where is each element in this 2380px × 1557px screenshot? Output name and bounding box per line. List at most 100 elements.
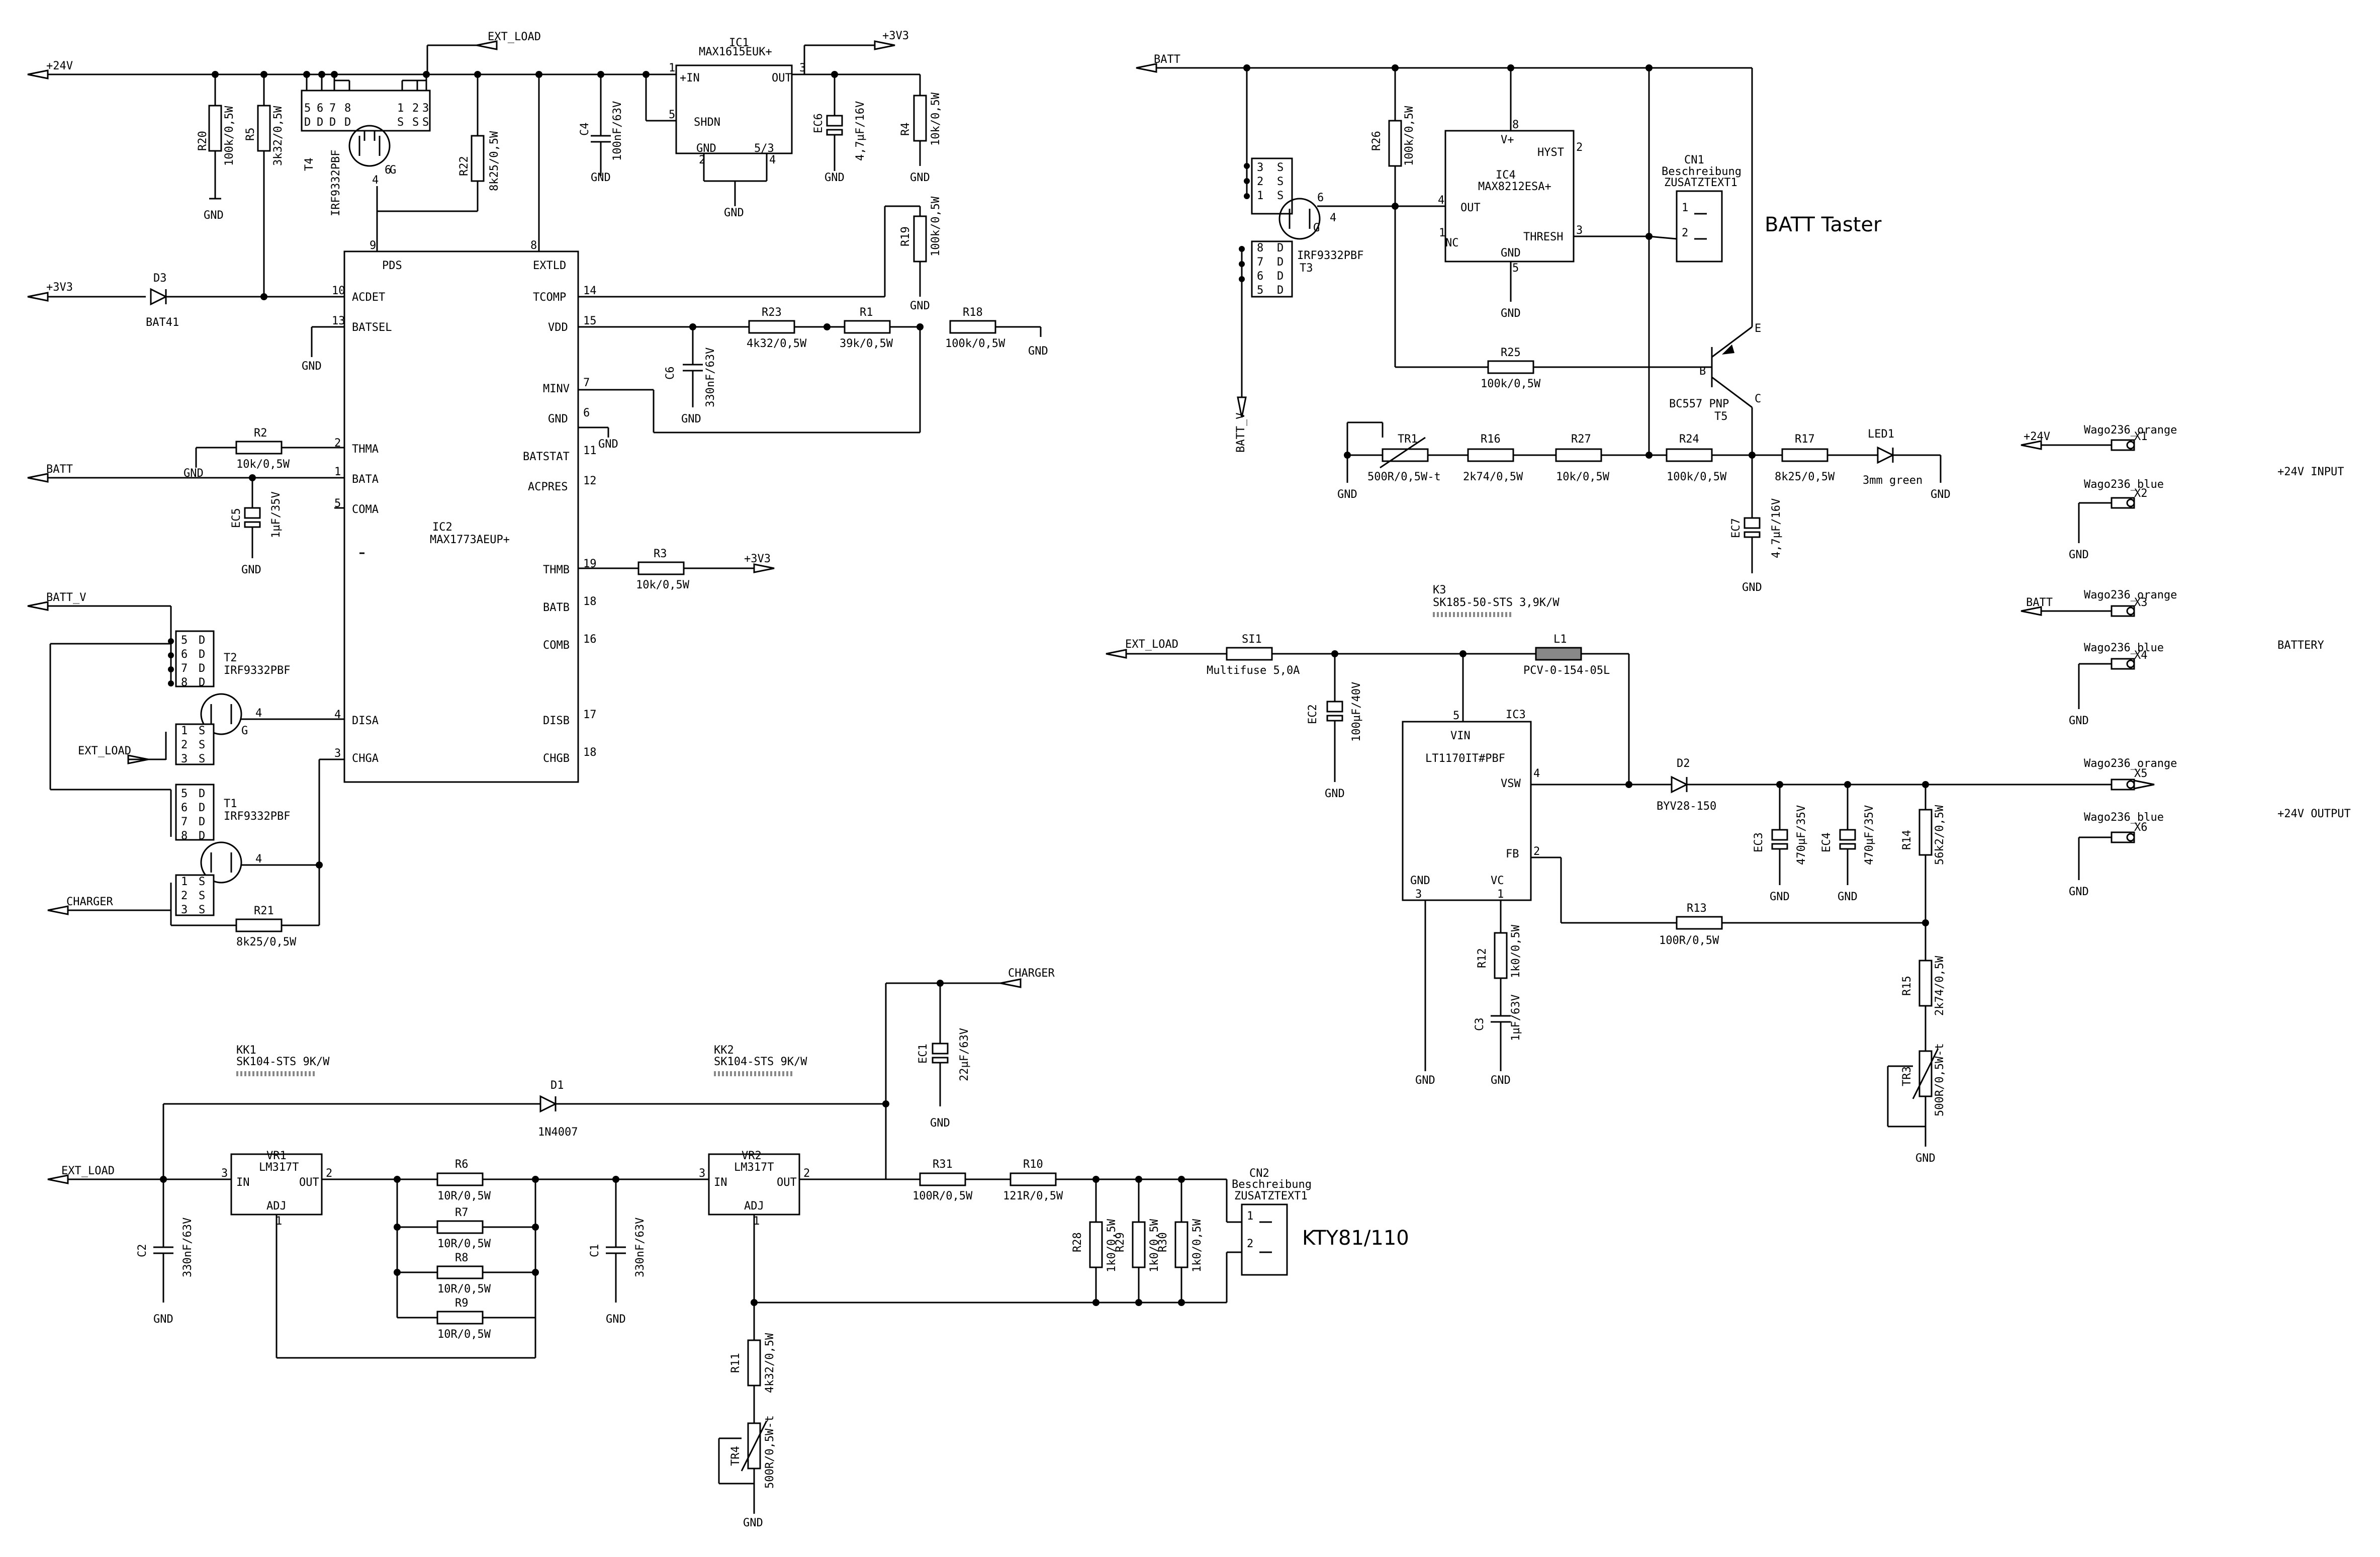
svg-text:ZUSATZTEXT1: ZUSATZTEXT1 (1664, 177, 1737, 189)
svg-text:BATTERY: BATTERY (2277, 639, 2324, 652)
ic2-max1773: IC2 MAX1773AEUP+ PDS ACDET BATSEL THMA B… (332, 74, 921, 783)
svg-text:1: 1 (181, 876, 188, 888)
svg-text:6: 6 (385, 164, 391, 177)
svg-text:R25: R25 (1501, 347, 1521, 359)
svg-text:D: D (199, 816, 205, 828)
svg-text:T3: T3 (1300, 262, 1313, 275)
svg-text:KK2: KK2 (714, 1044, 734, 1057)
svg-text:R17: R17 (1795, 433, 1815, 446)
svg-text:S: S (199, 753, 205, 765)
svg-text:IN: IN (714, 1176, 727, 1189)
svg-text:8: 8 (1512, 119, 1519, 131)
svg-text:16: 16 (583, 633, 597, 646)
svg-text:D: D (199, 830, 205, 842)
svg-text:100µF/40V: 100µF/40V (1350, 682, 1363, 742)
svg-text:2k74/0,5W: 2k74/0,5W (1934, 956, 1946, 1016)
svg-text:VSW: VSW (1501, 777, 1521, 790)
svg-text:D: D (199, 788, 205, 800)
svg-text:100R/0,5W: 100R/0,5W (1659, 934, 1719, 947)
svg-text:GND: GND (825, 171, 845, 184)
ic1-max1615: IC1 MAX1615EUK+ +IN OUT SHDN GND 5/3 15 … (645, 37, 806, 219)
svg-text:8: 8 (181, 830, 188, 842)
svg-text:7: 7 (181, 662, 188, 675)
svg-text:GND: GND (1325, 788, 1345, 800)
svg-text:1k0/0,5W: 1k0/0,5W (1191, 1219, 1204, 1272)
svg-text:THRESH: THRESH (1523, 231, 1563, 243)
svg-text:X4: X4 (2134, 649, 2148, 662)
svg-text:VIN: VIN (1450, 730, 1471, 742)
svg-text:C3: C3 (1474, 1018, 1486, 1031)
svg-text:IRF9332PBF: IRF9332PBF (224, 810, 290, 823)
svg-text:Wago236_orange: Wago236_orange (2084, 757, 2177, 770)
svg-text:18: 18 (583, 595, 597, 608)
svg-text:S: S (199, 890, 205, 902)
svg-text:SK104-STS 9K/W: SK104-STS 9K/W (714, 1056, 807, 1068)
svg-text:1k0/0,5W: 1k0/0,5W (1510, 924, 1522, 978)
svg-text:D2: D2 (1677, 757, 1690, 770)
svg-text:X3: X3 (2134, 596, 2148, 609)
svg-text:7: 7 (583, 377, 590, 389)
svg-text:MAX8212ESA+: MAX8212ESA+ (1478, 181, 1551, 193)
svg-text:D: D (199, 648, 205, 661)
svg-text:BAT41: BAT41 (146, 316, 179, 329)
svg-text:4: 4 (1330, 212, 1336, 224)
svg-text:OUT: OUT (1460, 202, 1481, 214)
svg-text:R23: R23 (762, 306, 782, 319)
svg-text:3: 3 (181, 904, 188, 916)
svg-text:CHGA: CHGA (352, 752, 379, 765)
r5-resistor (257, 105, 271, 152)
svg-text:R18: R18 (963, 306, 983, 319)
svg-text:500R/0,5W-t: 500R/0,5W-t (1934, 1043, 1946, 1116)
svg-text:BATA: BATA (352, 473, 379, 486)
svg-text:2k74/0,5W: 2k74/0,5W (1463, 471, 1523, 483)
svg-text:GND: GND (606, 1313, 626, 1326)
svg-text:C2: C2 (136, 1244, 149, 1258)
svg-text:GND: GND (1491, 1074, 1511, 1087)
svg-text:D: D (199, 634, 205, 647)
svg-text:4k32/0,5W: 4k32/0,5W (747, 337, 807, 350)
svg-text:LM317T: LM317T (259, 1161, 299, 1174)
svg-text:R5: R5 (244, 128, 257, 141)
svg-text:IC2: IC2 (432, 521, 452, 534)
svg-text:GND: GND (241, 564, 261, 576)
svg-text:G: G (390, 164, 396, 177)
svg-text:3: 3 (334, 747, 341, 760)
svg-text:BATT: BATT (2026, 596, 2053, 609)
svg-text:BATT_V: BATT_V (46, 591, 86, 604)
svg-text:12: 12 (583, 475, 597, 487)
svg-text:470µF/35V: 470µF/35V (1863, 805, 1876, 865)
svg-text:DISB: DISB (543, 715, 570, 727)
svg-text:4: 4 (1533, 767, 1540, 780)
svg-text:C4: C4 (579, 123, 591, 136)
svg-text:6: 6 (1257, 270, 1263, 283)
charger-regulators: KK1 SK104-STS 9K/W KK2 SK104-STS 9K/W CH… (47, 967, 1409, 1529)
svg-text:BYV28-150: BYV28-150 (1657, 800, 1716, 813)
svg-text:VR2: VR2 (742, 1150, 762, 1162)
svg-text:G: G (1313, 222, 1320, 234)
svg-text:100k/0,5W: 100k/0,5W (1481, 378, 1541, 390)
svg-text:R1: R1 (860, 306, 873, 319)
svg-text:GND: GND (910, 171, 930, 184)
svg-text:GND: GND (743, 1517, 763, 1529)
svg-text:Wago236_blue: Wago236_blue (2084, 811, 2164, 824)
svg-text:8k25/0,5W: 8k25/0,5W (236, 936, 297, 948)
svg-text:3: 3 (699, 1167, 705, 1180)
svg-text:R2: R2 (254, 427, 267, 440)
svg-text:5/3: 5/3 (754, 142, 774, 155)
svg-text:S: S (1277, 176, 1284, 188)
svg-text:4,7µF/16V: 4,7µF/16V (1770, 498, 1783, 558)
t5-bc557: E B C BC557 PNP T5 (1669, 322, 1761, 455)
svg-text:2: 2 (326, 1167, 332, 1180)
svg-text:1: 1 (181, 725, 188, 737)
svg-text:R30: R30 (1157, 1232, 1169, 1252)
svg-text:6: 6 (583, 407, 590, 419)
svg-text:1: 1 (1247, 1210, 1253, 1223)
svg-text:4: 4 (769, 154, 776, 166)
svg-text:D: D (344, 116, 351, 129)
svg-text:X2: X2 (2134, 487, 2148, 500)
svg-text:S: S (1277, 190, 1284, 202)
svg-text:IRF9332PBF: IRF9332PBF (1297, 249, 1363, 262)
svg-text:SK185-50-STS 3,9K/W: SK185-50-STS 3,9K/W (1433, 596, 1560, 609)
svg-text:GND: GND (724, 207, 744, 219)
